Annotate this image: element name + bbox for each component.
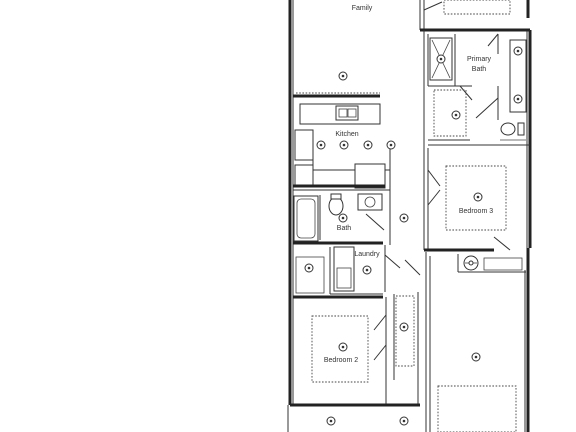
- door-swing-icon: [384, 254, 401, 269]
- ceiling-light-icon: [399, 322, 409, 332]
- label-family: Family: [352, 5, 373, 12]
- door-swing-icon: [404, 259, 421, 276]
- ceiling-lights: [304, 46, 525, 426]
- primary-bedroom: [425, 252, 526, 432]
- ceiling-light-icon: [338, 213, 348, 223]
- label-bedroom-3: Bedroom 3: [459, 208, 493, 215]
- laundry: [295, 245, 401, 295]
- door-swing-icon: [365, 213, 385, 231]
- label-kitchen: Kitchen: [335, 131, 358, 138]
- kitchen-counter-left: [294, 164, 314, 186]
- washer-dryer-icon: [333, 246, 355, 292]
- label-bath: Bath: [337, 225, 352, 232]
- label-primary-bath-1: Primary: [467, 56, 492, 63]
- range-stove-icon: [294, 129, 314, 161]
- label-laundry: Laundry: [354, 251, 380, 258]
- ceiling-light-icon: [473, 192, 483, 202]
- ceiling-light-icon: [338, 71, 348, 81]
- bedroom-2: [287, 292, 420, 432]
- exterior-walls: [288, 0, 532, 432]
- ceiling-light-icon: [451, 110, 461, 120]
- vanity-icon: [509, 39, 527, 113]
- ceiling-light-icon: [386, 140, 396, 150]
- refrigerator-icon: [354, 163, 386, 189]
- ceiling-light-icon: [471, 352, 481, 362]
- door-swing-icon: [423, 1, 443, 11]
- family-room: [293, 0, 530, 98]
- ceiling-light-icon: [326, 416, 336, 426]
- label-primary-bath-2: Bath: [472, 66, 487, 73]
- door-swing-icon: [487, 33, 499, 47]
- door-swing-icon: [373, 314, 387, 331]
- room-labels: Family Primary Bath Kitchen Bedroom 3 Ba…: [324, 5, 493, 364]
- toilet-icon: [328, 196, 344, 216]
- hallway: [389, 145, 421, 276]
- door-swing-icon: [427, 189, 441, 206]
- ceiling-light-icon: [338, 342, 348, 352]
- toilet-icon: [500, 122, 525, 136]
- ceiling-light-icon: [362, 265, 372, 275]
- door-swing-icon: [427, 169, 441, 187]
- ceiling-light-icon: [513, 94, 523, 104]
- bathtub-icon: [293, 195, 319, 242]
- door-swing-icon: [459, 85, 473, 101]
- ceiling-light-icon: [316, 140, 326, 150]
- ceiling-light-icon: [399, 416, 409, 426]
- ceiling-light-icon: [436, 54, 446, 64]
- kitchen: [293, 103, 390, 191]
- hall-bath: [293, 193, 385, 245]
- ceiling-light-icon: [399, 213, 409, 223]
- ceiling-light-icon: [304, 263, 314, 273]
- door-swing-icon: [373, 344, 387, 361]
- bedroom-3: [423, 145, 511, 252]
- ceiling-light-icon: [513, 46, 523, 56]
- sink-icon: [357, 193, 383, 211]
- ceiling-light-icon: [363, 140, 373, 150]
- ceiling-light-icon: [339, 140, 349, 150]
- ceiling-light-icon: [468, 260, 474, 266]
- label-bedroom-2: Bedroom 2: [324, 357, 358, 364]
